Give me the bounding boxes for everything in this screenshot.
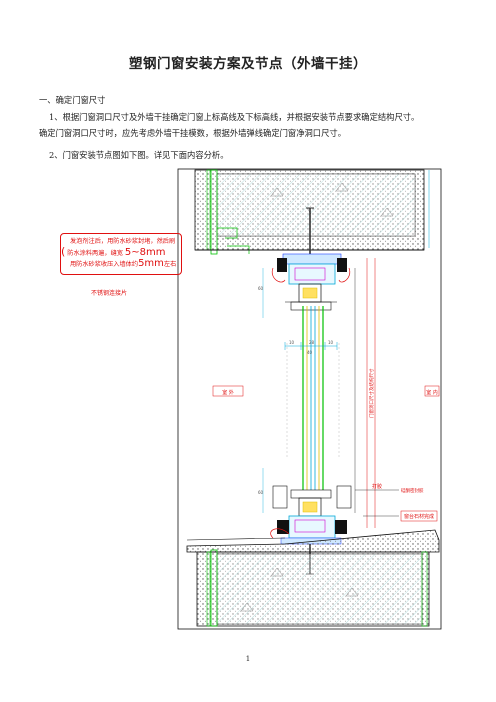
drawing-frame (177, 168, 442, 630)
annotation-5mm: 5mm (138, 258, 164, 269)
dim-label: 28 (309, 340, 315, 345)
annotation-sealant: 打胶 (372, 484, 383, 490)
dim-label: 10 (328, 340, 334, 345)
annotation-line-3: 用防水砂浆收压入墙体约 (70, 261, 139, 268)
dim-label: 10 (289, 340, 295, 345)
paragraph-2: 2、门窗安装节点图如下图。详见下面内容分析。 (49, 150, 229, 160)
dimension-row-middle: 10 28 10 40 (284, 340, 338, 355)
dim-label: 40 (307, 350, 313, 355)
page-number: 1 (245, 655, 251, 663)
annotation-line-2b: 缝宽 (110, 250, 123, 257)
top-frame-profile (271, 253, 351, 311)
annotation-bracket (60, 233, 182, 275)
bottom-frame-profile (270, 485, 352, 545)
vertical-note-label: 门窗洞口尺寸及结构尺寸 (368, 368, 375, 418)
glass-pane (286, 306, 340, 490)
section-heading: 一、确定门窗尺寸 (39, 95, 106, 105)
open-paren: ( (61, 245, 66, 258)
annotation-group: 发泡剂注后，用防水砂浆封堵，然后刷 ( 防水涂料两遍，缝宽 5~8mm 用防水砂… (61, 237, 176, 270)
top-wall-slab (194, 169, 430, 255)
annotation-line-2-row: ( 防水涂料两遍，缝宽 5~8mm (61, 245, 167, 259)
annotation-5-8mm: 5~8mm (124, 247, 166, 258)
page-title: 塑钢门窗安装方案及节点（外墙干挂） (129, 56, 367, 72)
label-sill: 窗台石材完成 (404, 513, 434, 520)
window-installation-node-drawing: 10 28 10 40 60 60 门窗洞口尺寸及结构尺寸 室 外 室 内 发泡… (177, 168, 442, 630)
annotation-line-3-row: 用防水砂浆收压入墙体约5mm左右 (70, 259, 176, 270)
annotation-line-3b: 左右 (163, 261, 177, 268)
annotation-anchor: 不锈钢连接片 (91, 290, 128, 297)
annotation-line-2: 防水涂料两遍， (67, 250, 111, 257)
paragraph-1a: 1、根据门窗洞口尺寸及外墙干挂确定门窗上标高线及下标高线，并根据安装节点要求确定… (49, 112, 420, 122)
label-sealant-right: 硅酮密封胶 (401, 487, 424, 494)
paragraph-1b: 确定门窗洞口尺寸时，应先考虑外墙干挂模数，根据外墙弹线确定门窗净洞口尺寸。 (39, 128, 346, 138)
label-outdoor: 室 外 (222, 389, 234, 396)
label-indoor: 室 内 (426, 389, 438, 396)
dim-label: 60 (258, 286, 264, 291)
annotation-line-1: 发泡剂注后，用防水砂浆封堵，然后刷 (70, 238, 176, 245)
bottom-wall-sill (186, 529, 440, 627)
sill-label-box (400, 510, 438, 522)
dim-label: 60 (258, 490, 264, 495)
outdoor-label-box: 室 外 (212, 385, 244, 397)
indoor-label-box: 室 内 (424, 385, 440, 397)
